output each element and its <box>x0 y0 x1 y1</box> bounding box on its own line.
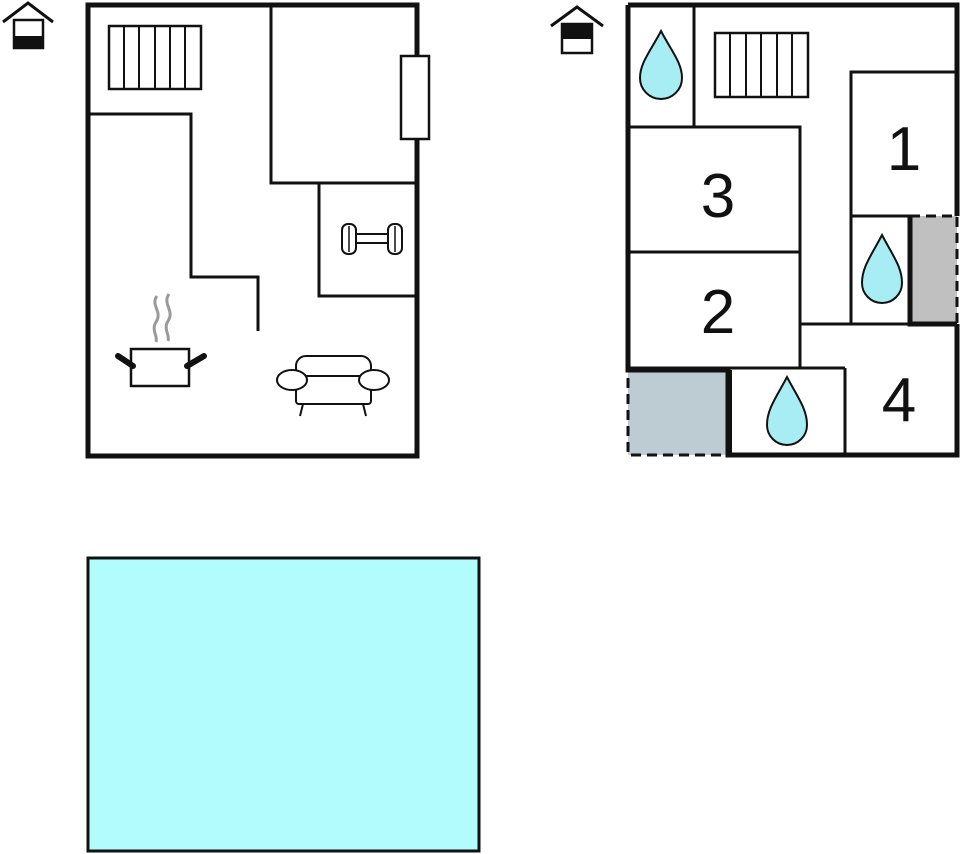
house-level-upper-icon <box>550 5 604 55</box>
room-number-1: 1 <box>887 115 921 184</box>
fireplace-icon <box>399 54 431 141</box>
wall <box>849 70 957 326</box>
wall <box>317 183 417 298</box>
pool-area <box>86 556 481 853</box>
wall <box>269 5 417 185</box>
fitness-icon <box>341 223 403 255</box>
upper-floor-plan: 1 3 2 4 <box>625 2 960 458</box>
ground-floor-plan <box>85 2 431 459</box>
wall <box>628 125 802 368</box>
storage-area <box>908 214 959 326</box>
kitchen-icon <box>115 293 207 388</box>
house-level-ground-icon <box>2 1 54 50</box>
room-number-2: 2 <box>701 278 735 347</box>
wall <box>88 112 260 331</box>
room-number-4: 4 <box>882 366 916 435</box>
balcony-area <box>626 368 730 457</box>
living-room-icon <box>276 355 390 417</box>
room-number-3: 3 <box>701 162 735 231</box>
bathroom-icon <box>765 374 809 446</box>
stairs-icon <box>107 24 203 91</box>
stairs-icon <box>713 31 810 99</box>
bathroom-icon <box>638 28 684 100</box>
bathroom-icon <box>860 232 904 304</box>
